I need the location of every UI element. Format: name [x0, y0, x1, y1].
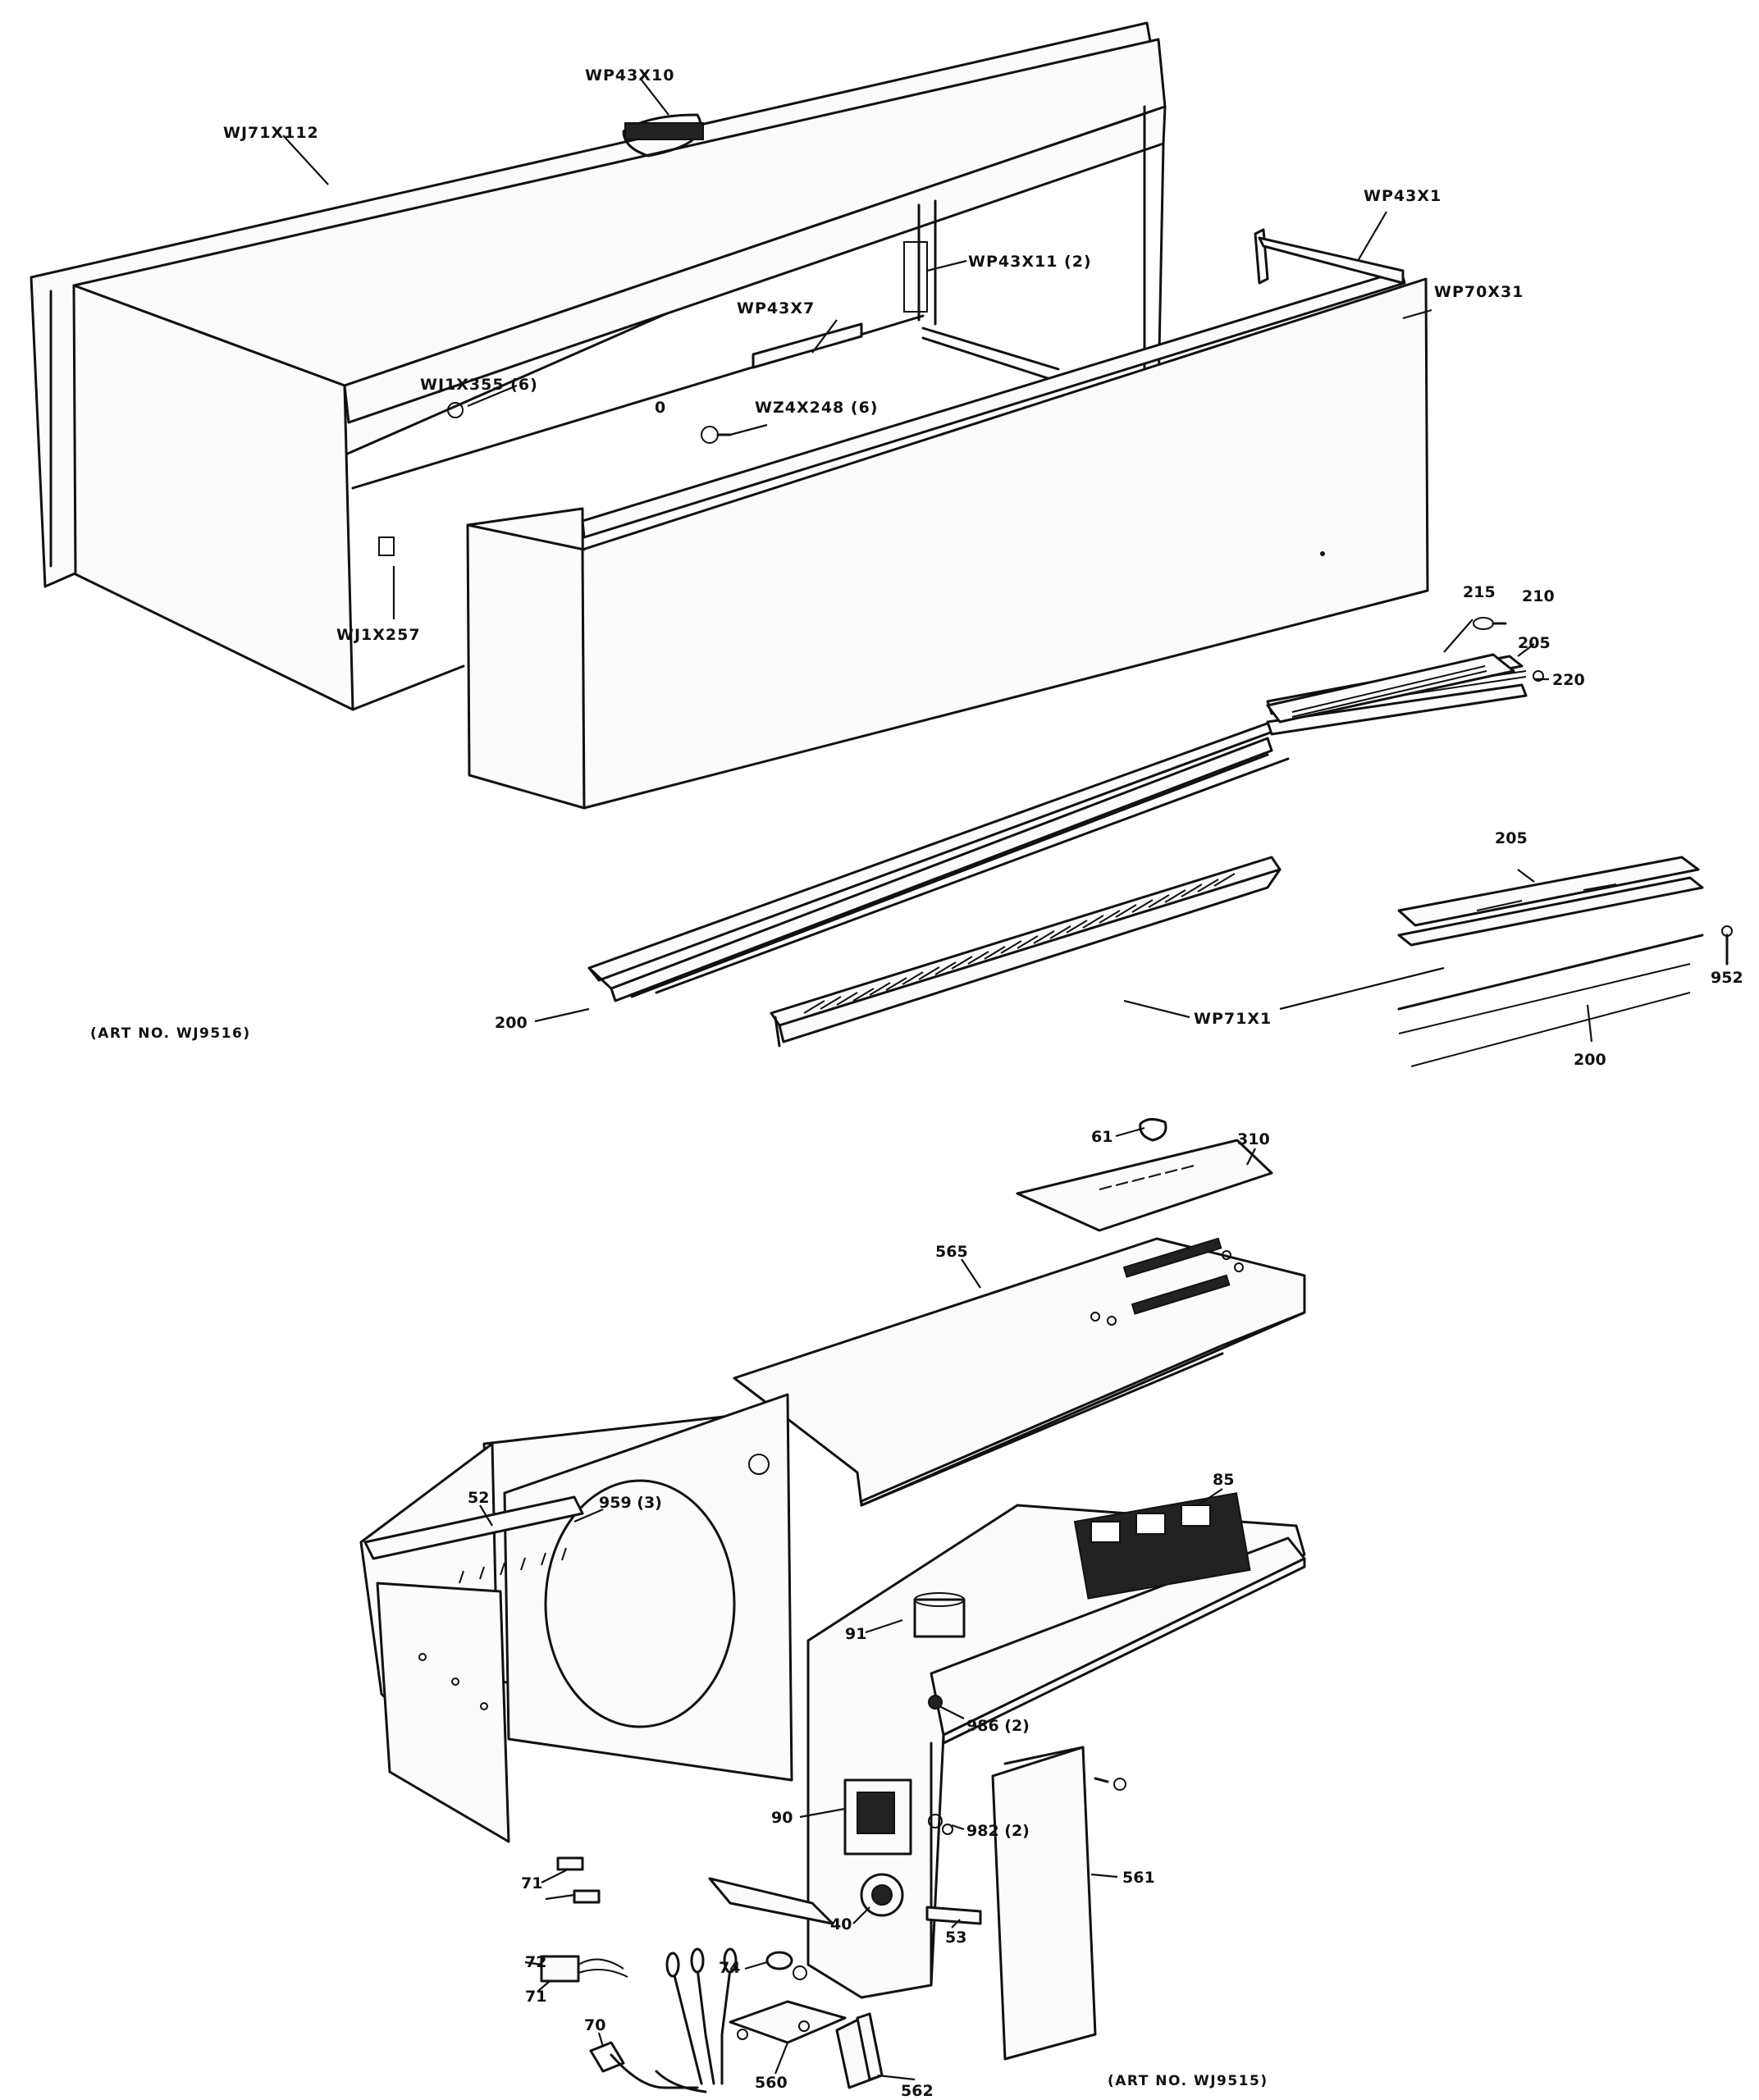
callout-wz4x248: WZ4X248 (6): [755, 399, 878, 417]
callout-562: 562: [901, 2082, 934, 2100]
callout-982: 982 (2): [966, 1822, 1030, 1840]
callout-wj1x257: WJ1X257: [336, 626, 421, 644]
callout-220: 220: [1552, 671, 1585, 689]
control-cover: [1016, 1118, 1273, 1232]
callout-52: 52: [468, 1489, 489, 1507]
bottom-tray-assembly: [587, 655, 1528, 1002]
callout-wp43x11: WP43X11 (2): [968, 253, 1092, 271]
callout-wp43x7: WP43X7: [737, 299, 815, 317]
front-panel: [466, 228, 1429, 810]
control-box: [708, 1492, 1306, 1999]
blower-housing-52: [359, 1393, 793, 1843]
outer-case: [30, 21, 1167, 711]
callout-205-upper: 205: [1518, 634, 1551, 652]
callout-90: 90: [771, 1809, 793, 1827]
callout-zero: 0: [655, 399, 666, 417]
callout-205-lower: 205: [1495, 829, 1528, 847]
callout-wp71x1: WP71X1: [1194, 1010, 1272, 1028]
callout-wj71x112: WJ71X112: [223, 124, 319, 142]
bracket-560: [729, 1965, 847, 2044]
callout-561: 561: [1122, 1869, 1155, 1887]
callout-560: 560: [755, 2074, 788, 2092]
bottom-leaders: [479, 1126, 1256, 2081]
callout-53: 53: [945, 1929, 966, 1947]
callout-959: 959 (3): [599, 1494, 662, 1512]
bottom-callouts: 61 310 565 52 959 (3) 85 91 986 (2) 90 9…: [468, 1128, 1270, 2100]
callout-200-left: 200: [495, 1014, 528, 1032]
callout-72: 72: [525, 1953, 546, 1971]
callout-200-right: 200: [1574, 1051, 1606, 1069]
callout-91: 91: [845, 1625, 866, 1643]
callout-215: 215: [1463, 583, 1496, 601]
callout-wp70x31: WP70X31: [1434, 283, 1524, 301]
door-panel-right: [1397, 856, 1733, 1067]
callout-40: 40: [830, 1915, 852, 1933]
callout-70: 70: [584, 2016, 605, 2034]
bracket-562: [835, 2012, 884, 2089]
control-panel-565: [733, 1237, 1306, 1507]
callout-71-upper: 71: [521, 1874, 542, 1892]
top-leaders: [282, 77, 1593, 1043]
callout-wp43x10: WP43X10: [585, 66, 674, 84]
callout-74: 74: [719, 1959, 740, 1977]
callout-wj1x355: WJ1X355 (6): [420, 376, 538, 394]
grille: [770, 856, 1282, 1048]
art-number-bottom: (ART NO. WJ9515): [1108, 2073, 1268, 2089]
hardware-screws: [701, 426, 1544, 682]
callout-210: 210: [1522, 587, 1555, 605]
wiring-harness: [540, 1856, 793, 2093]
callout-wp43x1: WP43X1: [1364, 187, 1441, 205]
callout-952: 952: [1711, 969, 1743, 987]
callout-310: 310: [1237, 1130, 1270, 1148]
callout-71-lower: 71: [525, 1988, 546, 2006]
callout-565: 565: [935, 1243, 968, 1261]
top-callouts: WP43X10 WJ71X112 WP43X1 WP43X11 (2) WP70…: [90, 66, 1743, 1069]
callout-61: 61: [1091, 1128, 1113, 1146]
side-cover-561: [991, 1746, 1126, 2061]
filter-tray: [1266, 653, 1515, 724]
art-number-top: (ART NO. WJ9516): [90, 1025, 251, 1042]
callout-85: 85: [1213, 1471, 1234, 1489]
callout-986: 986 (2): [966, 1717, 1030, 1735]
